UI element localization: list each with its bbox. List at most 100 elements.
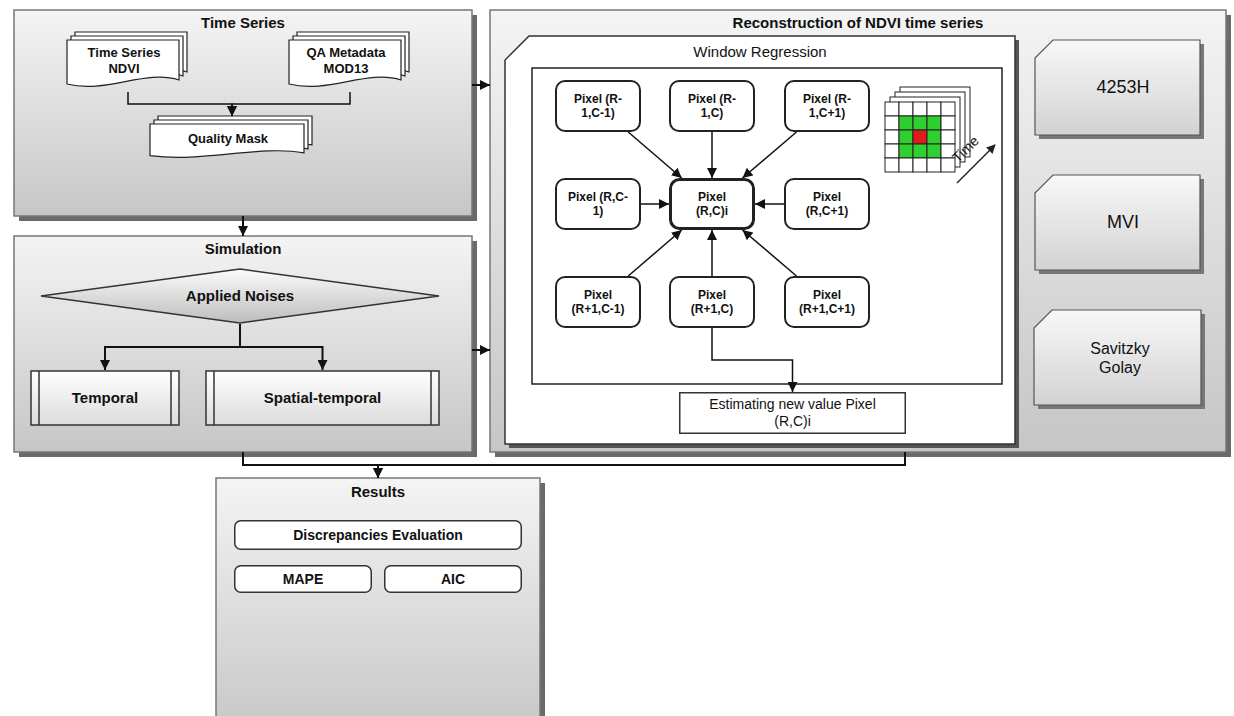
arrow-connector xyxy=(743,132,797,178)
raster-cell xyxy=(927,116,941,130)
raster-cell xyxy=(899,130,913,144)
simulation-panel: SimulationApplied NoisesTemporalSpatial-… xyxy=(14,236,472,452)
box-label: Discrepancies Evaluation xyxy=(293,527,463,544)
results-panel: ResultsDiscrepancies EvaluationMAPEAIC xyxy=(216,478,540,716)
panel-outline xyxy=(490,10,1226,452)
box-label: Pixel (R+1,C-1) xyxy=(567,288,629,317)
box-outline xyxy=(680,393,906,434)
raster-cell xyxy=(885,144,899,158)
box-outline xyxy=(235,521,522,550)
arrow-connector xyxy=(711,230,713,276)
document-stack: QA Metadata MOD13 xyxy=(289,32,411,92)
pixel-outline xyxy=(556,81,640,131)
raster-layer xyxy=(890,97,960,167)
card-outline xyxy=(1035,40,1200,135)
box-label: MVI xyxy=(1107,212,1139,234)
pixel-box: Pixel (R,C-1) xyxy=(555,178,641,230)
panel-shadow xyxy=(495,15,1231,457)
process-bar xyxy=(38,371,40,425)
input-panel: Time SeriesTime Series NDVI QA Metadata M… xyxy=(14,10,472,216)
box-label: 4253H xyxy=(1096,77,1149,99)
window-frame xyxy=(532,68,1002,384)
quality-mask: Quality Mask xyxy=(150,116,314,162)
pixel-outline xyxy=(785,277,869,327)
box-label: Applied Noises xyxy=(186,287,294,305)
panel-title: Window Regression xyxy=(505,43,1015,61)
raster-cell xyxy=(941,130,955,144)
arrow-connector xyxy=(128,92,232,116)
arrow-connector xyxy=(242,216,244,236)
process-box: Temporal xyxy=(30,370,180,426)
box-label: Pixel (R,C+1) xyxy=(796,190,858,219)
pixel-outline xyxy=(670,277,754,327)
raster-cell xyxy=(913,158,927,172)
box-label: Pixel (R+1,C) xyxy=(681,288,743,317)
pixel-outline xyxy=(785,179,869,229)
raster-cell xyxy=(899,158,913,172)
raster-cell xyxy=(913,116,927,130)
arrow-connector xyxy=(105,324,240,370)
raster-cell xyxy=(899,116,913,130)
box-outline xyxy=(235,566,372,593)
box-label: Pixel (R-1,C) xyxy=(681,92,743,121)
document-sheet xyxy=(67,40,179,86)
metric-box: MAPE xyxy=(234,565,372,593)
raster-cell xyxy=(941,116,955,130)
panel-outline xyxy=(14,10,472,216)
pixel-outline xyxy=(670,81,754,131)
box-label: Pixel (R-1,C+1) xyxy=(796,92,858,121)
raster-cell xyxy=(899,102,913,116)
raster-cell xyxy=(885,158,899,172)
method-card: Window RegressionPixel (R-1,C-1) Pixel (R… xyxy=(505,36,1015,444)
document-sheet xyxy=(150,124,304,157)
arrow-connector xyxy=(232,92,350,116)
raster-cell xyxy=(913,130,927,144)
box-label: Pixel (R-1,C-1) xyxy=(567,92,629,121)
arrow-connector xyxy=(641,203,669,205)
card-outline xyxy=(1034,310,1201,405)
pixel-outline xyxy=(556,179,640,229)
pixel-outline xyxy=(785,81,869,131)
raster-cell xyxy=(927,102,941,116)
raster-cell xyxy=(885,130,899,144)
box-label: AIC xyxy=(441,571,465,588)
method-card: MVI xyxy=(1035,175,1205,275)
pixel-box: Pixel (R+1,C+1) xyxy=(784,276,870,328)
box-label: Estimating new value Pixel (R,C)i xyxy=(709,396,876,430)
raster-cell xyxy=(913,144,927,158)
arrow-connector xyxy=(755,203,784,205)
box-outline xyxy=(385,566,522,593)
document-sheet xyxy=(289,40,401,86)
box-label: MAPE xyxy=(283,571,323,588)
box-label: Savitzky Golay xyxy=(1074,339,1166,377)
box-label: Temporal xyxy=(72,389,138,407)
arrow-connector xyxy=(628,132,682,178)
pixel-box: Pixel (R-1,C-1) xyxy=(555,80,641,132)
result-box: Discrepancies Evaluation xyxy=(234,520,522,550)
box-label: Pixel (R,C)i xyxy=(681,190,743,219)
diamond-outline xyxy=(41,269,439,323)
raster-cell xyxy=(927,130,941,144)
pixel-box: Pixel (R-1,C) xyxy=(669,80,755,132)
method-card: Savitzky Golay xyxy=(1034,310,1206,410)
pixel-box: Pixel (R,C+1) xyxy=(784,178,870,230)
method-card: 4253H xyxy=(1035,40,1205,140)
panel-title: Time Series xyxy=(14,14,472,32)
raster-cell xyxy=(899,144,913,158)
reconstruction-panel: Reconstruction of NDVI time seriesWindow… xyxy=(490,10,1226,452)
pixel-box: Pixel (R+1,C-1) xyxy=(555,276,641,328)
arrow-connector xyxy=(712,328,793,392)
raster-cell xyxy=(927,158,941,172)
raster-cell xyxy=(941,102,955,116)
box-label: QA Metadata MOD13 xyxy=(295,45,397,76)
process-bar xyxy=(170,371,172,425)
pixel-box: Pixel (R+1,C) xyxy=(669,276,755,328)
panel-outline xyxy=(14,236,472,452)
process-outline xyxy=(206,371,439,425)
raster-cell xyxy=(913,102,927,116)
raster-cell xyxy=(885,102,899,116)
box-label: Time Series NDVI xyxy=(73,45,175,76)
arrow-connector xyxy=(743,230,797,276)
pixel-outline xyxy=(556,277,640,327)
box-label: Pixel (R+1,C+1) xyxy=(796,288,858,317)
